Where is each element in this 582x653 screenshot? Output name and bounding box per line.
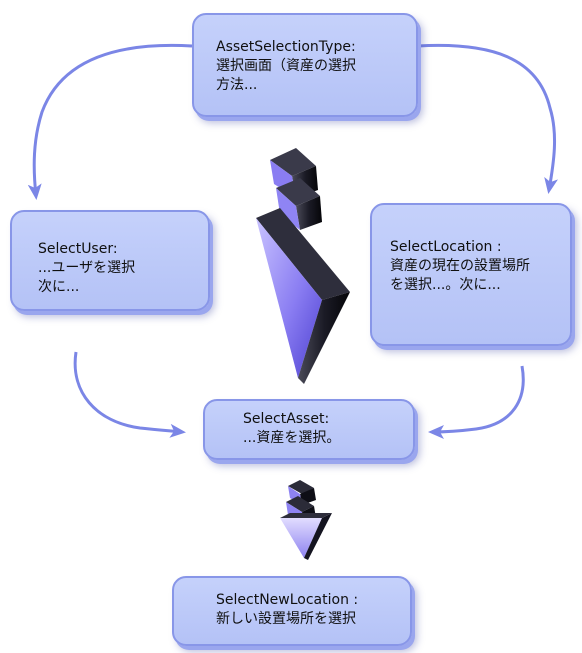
connector-type-to-location — [417, 43, 559, 194]
node-title: SelectUser: — [38, 241, 118, 257]
node-title: SelectAsset: — [243, 411, 330, 427]
select-location-node: SelectLocation : 資産の現在の設置場所 を選択...。次に... — [370, 203, 572, 346]
small-flow-arrow-icon — [280, 480, 332, 560]
node-text: 新しい設置場所を選択 — [216, 611, 356, 627]
node-text: 次に... — [38, 279, 80, 295]
node-text: 方法... — [216, 77, 258, 93]
node-text: 選択画面（資産の選択 — [216, 58, 356, 74]
select-user-node: SelectUser: ...ユーザを選択 次に... — [10, 210, 210, 311]
node-text: ...資産を選択。 — [243, 430, 341, 446]
node-text: ...ユーザを選択 — [38, 260, 136, 276]
node-title: SelectLocation : — [390, 239, 502, 255]
select-asset-node: SelectAsset: ...資産を選択。 — [203, 399, 415, 460]
node-title: AssetSelectionType: — [216, 39, 356, 55]
node-title: SelectNewLocation : — [216, 592, 359, 608]
node-text: を選択...。次に... — [390, 277, 501, 293]
connector-type-to-user — [27, 43, 193, 200]
connector-location-to-asset — [428, 365, 525, 439]
large-flow-arrow-icon — [256, 148, 350, 384]
select-new-location-node: SelectNewLocation : 新しい設置場所を選択 — [172, 576, 412, 646]
asset-selection-type-node: AssetSelectionType: 選択画面（資産の選択 方法... — [192, 13, 418, 117]
node-text: 資産の現在の設置場所 — [390, 258, 530, 274]
connector-user-to-asset — [73, 351, 186, 438]
